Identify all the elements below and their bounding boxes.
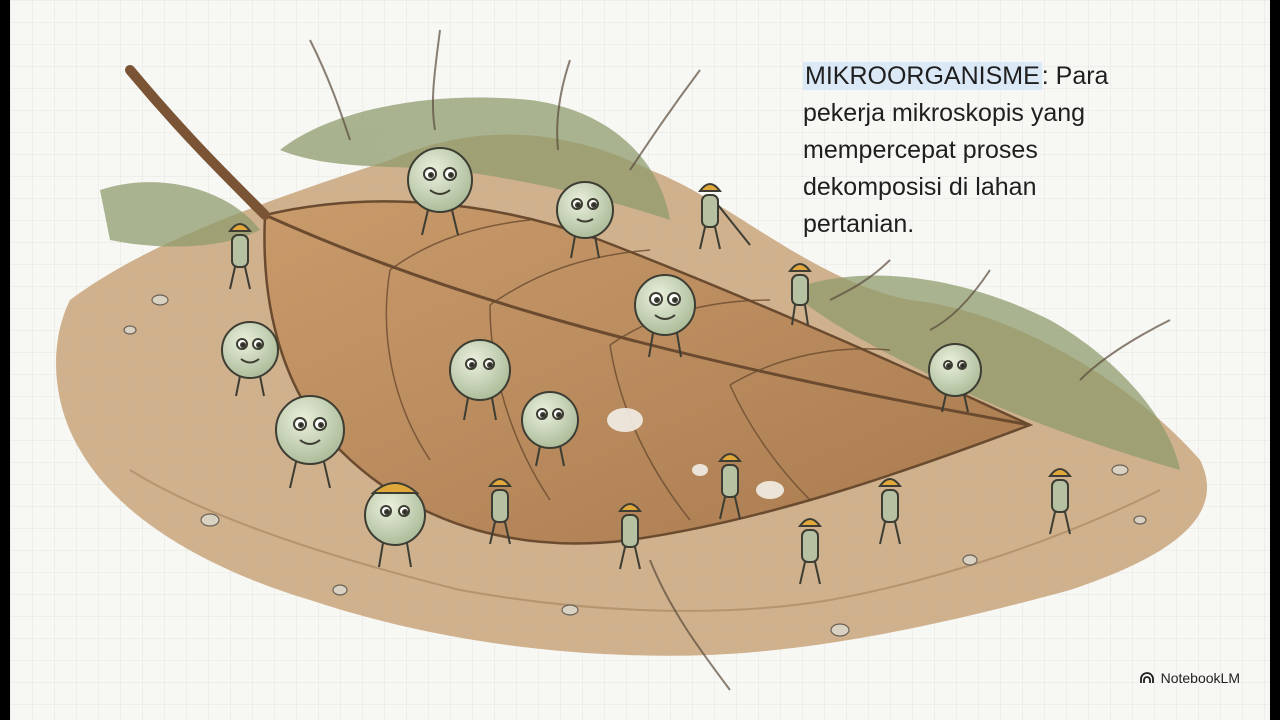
microbe [556, 181, 614, 259]
worker-figures [228, 183, 1072, 585]
slide-frame: MIKROORGANISME: Para pekerja mikroskopis… [10, 0, 1270, 720]
caption-definition: : Para pekerja mikroskopis yang memperce… [803, 62, 1109, 238]
worker [788, 263, 812, 326]
worker [718, 453, 742, 520]
roots [309, 29, 1171, 691]
worker [618, 503, 642, 570]
brand-name: NotebookLM [1160, 670, 1240, 686]
microbe [449, 339, 511, 421]
slide-caption: MIKROORGANISME: Para pekerja mikroskopis… [803, 58, 1143, 243]
pebbles [123, 294, 1147, 637]
microbe [521, 391, 579, 467]
microbe [407, 147, 473, 236]
worker [488, 478, 512, 545]
decomposing-leaf [125, 65, 1034, 545]
microbe [634, 274, 696, 358]
microbe [275, 395, 345, 489]
worker [798, 518, 822, 585]
microbe-characters [221, 147, 982, 568]
microbe [928, 343, 982, 413]
worker [228, 223, 252, 290]
worker [698, 183, 751, 250]
notebooklm-logo-icon [1139, 672, 1154, 683]
microbe [364, 482, 426, 568]
decomposition-illustration [56, 29, 1208, 691]
microbe [221, 321, 279, 397]
worker [878, 478, 902, 545]
worker [1048, 468, 1072, 535]
notebooklm-brand: NotebookLM [1139, 670, 1240, 686]
caption-term: MIKROORGANISME [803, 62, 1042, 90]
